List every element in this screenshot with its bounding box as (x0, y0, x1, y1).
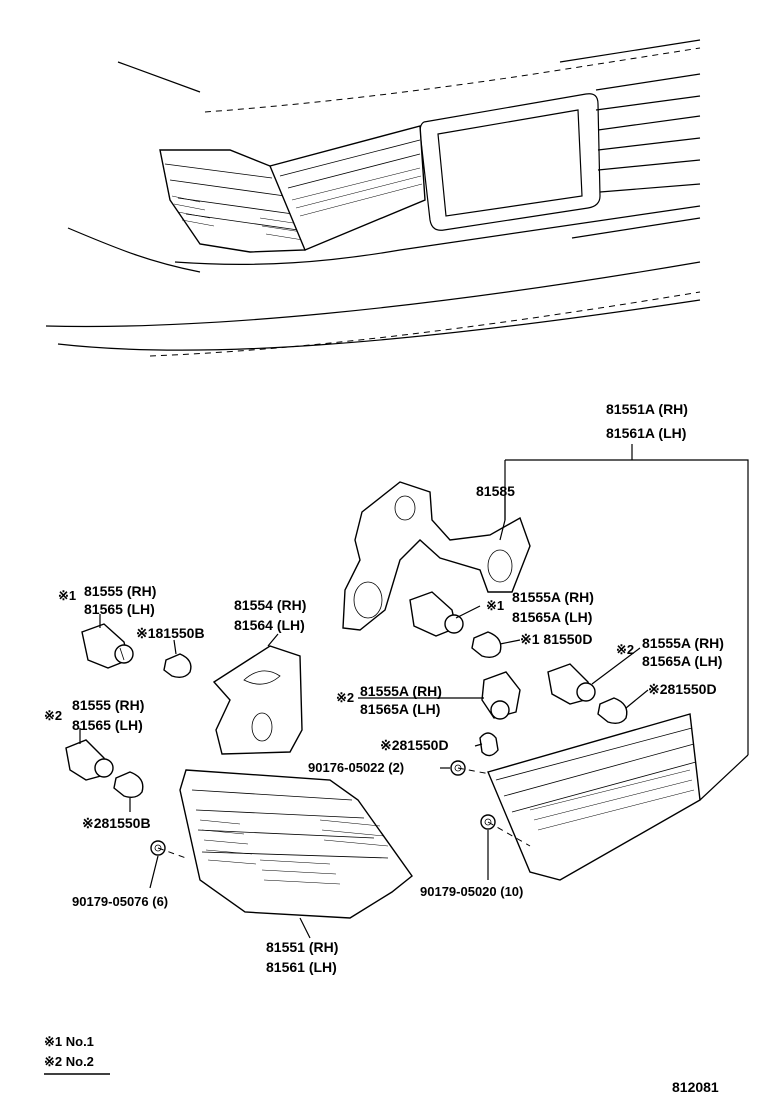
label-inner-socket1-lh: 81565A (LH) (512, 609, 592, 625)
label-outer-socket2-mark: ※2 (44, 708, 62, 723)
label-assy-lh: 81561A (LH) (606, 425, 686, 441)
legend-item-1: ※1 No.1 (44, 1034, 94, 1049)
label-mid-bulb: ※281550D (380, 737, 449, 753)
label-inner-socket2-lh: 81565A (LH) (642, 653, 722, 669)
label-outer-socket1-mark: ※1 (58, 588, 76, 603)
label-inner-socket2-rh: 81555A (RH) (642, 635, 724, 651)
label-outer-bulb1: ※181550B (136, 625, 205, 641)
callout-labels: 81551A (RH) 81561A (LH) 81585 ※1 81555 (… (44, 401, 724, 975)
diagram-id: 812081 (672, 1079, 719, 1095)
label-mid-socket-rh: 81555A (RH) (360, 683, 442, 699)
label-outer-bulb2: ※281550B (82, 815, 151, 831)
outer-tail-lamp (179, 769, 413, 919)
label-assy-rh: 81551A (RH) (606, 401, 688, 417)
label-outer-socket2-lh: 81565 (LH) (72, 717, 143, 733)
assy-bracket (504, 444, 749, 801)
car-rear-illustration (45, 39, 701, 357)
label-nut-a: 90176-05022 (2) (308, 760, 404, 775)
inner-socket-1 (409, 591, 464, 637)
inner-bulb-2 (597, 697, 628, 725)
label-inner-socket2-mark: ※2 (616, 642, 634, 657)
inner-tail-lamp (487, 713, 701, 881)
gasket-81585 (342, 481, 531, 631)
label-inner-bulb1: ※1 81550D (520, 631, 592, 647)
mid-socket (481, 671, 521, 720)
label-nut-c: 90179-05076 (6) (72, 894, 168, 909)
label-lamp-rh: 81551 (RH) (266, 939, 338, 955)
label-outer-socket1-lh: 81565 (LH) (84, 601, 155, 617)
label-inner-bulb2: ※281550D (648, 681, 717, 697)
label-mid-socket-lh: 81565A (LH) (360, 701, 440, 717)
label-nut-b: 90179-05020 (10) (420, 884, 523, 899)
label-outer-socket2-rh: 81555 (RH) (72, 697, 144, 713)
mid-bulb (479, 732, 499, 757)
inner-socket-2 (547, 663, 596, 705)
inner-bulb-1 (471, 631, 502, 659)
label-lamp-lh: 81561 (LH) (266, 959, 337, 975)
outer-socket-1 (81, 623, 134, 669)
label-inner-socket1-mark: ※1 (486, 598, 504, 613)
label-outer-gasket-lh: 81564 (LH) (234, 617, 305, 633)
leader-lines (79, 496, 649, 939)
label-outer-socket1-rh: 81555 (RH) (84, 583, 156, 599)
outer-lamp-gasket (212, 645, 303, 755)
legend-item-2: ※2 No.2 (44, 1054, 94, 1069)
outer-bulb-2 (113, 771, 144, 799)
label-mid-socket-mark: ※2 (336, 690, 354, 705)
outer-socket-2 (65, 739, 114, 781)
label-inner-socket1-rh: 81555A (RH) (512, 589, 594, 605)
legend: ※1 No.1 ※2 No.2 (44, 1034, 110, 1075)
label-gasket: 81585 (476, 483, 515, 499)
outer-bulb-1 (163, 653, 192, 679)
label-outer-gasket-rh: 81554 (RH) (234, 597, 306, 613)
